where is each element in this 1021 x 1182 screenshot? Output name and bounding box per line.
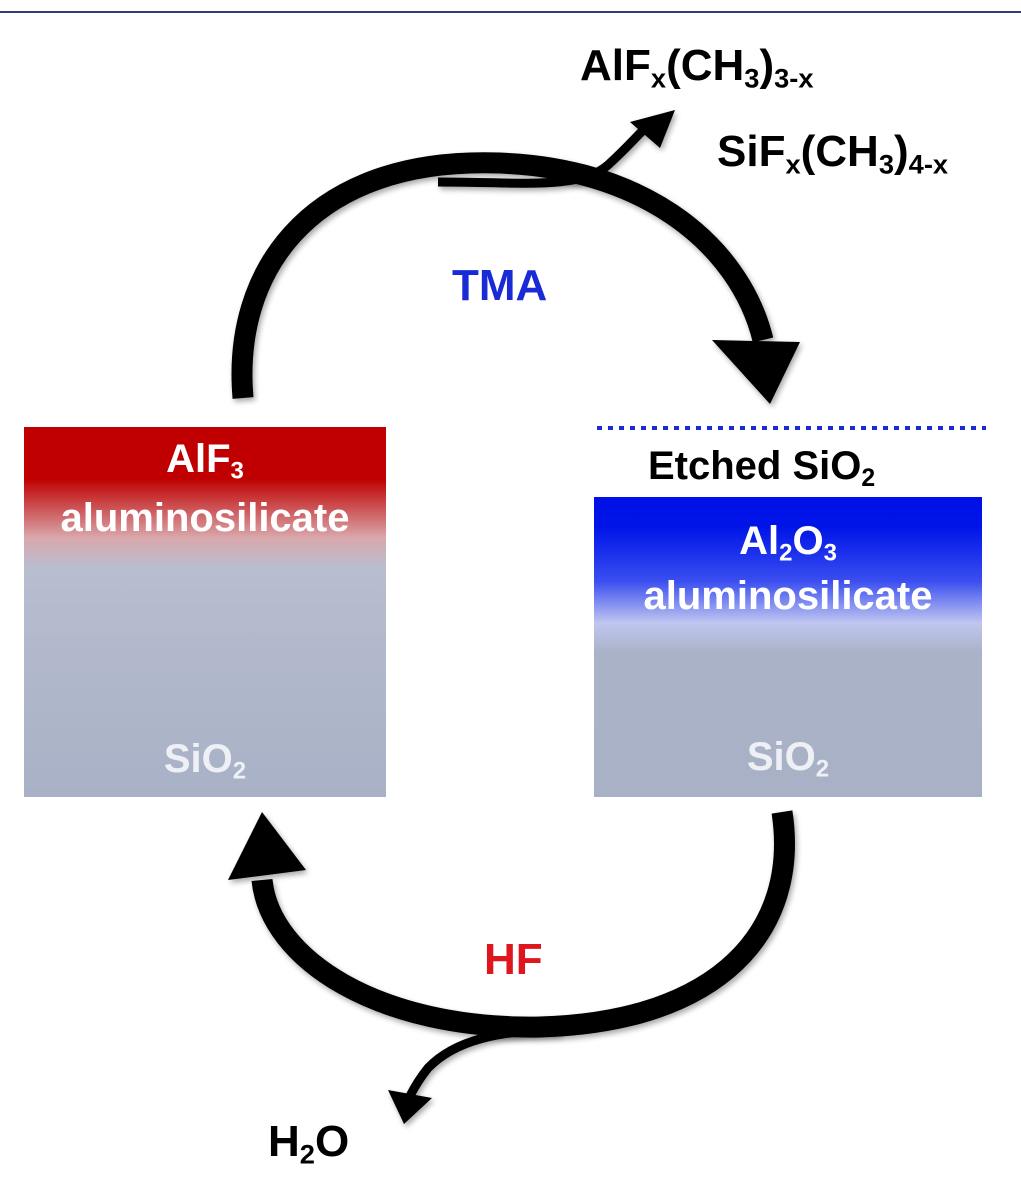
top-product-shaft	[437, 120, 653, 188]
etched-sio2-label: Etched SiO2	[648, 444, 876, 492]
product-alfx-label: AlFx(CH3)3-x	[580, 41, 814, 94]
tma-arc-arrow	[231, 152, 800, 404]
top-product-arrow	[437, 110, 675, 188]
bottom-product-shaft	[405, 1025, 561, 1099]
right-sio2-label: SiO2	[746, 735, 830, 783]
top-product-arrowhead	[630, 110, 675, 148]
left-sio2-label: SiO2	[163, 737, 247, 785]
hf-arc-shaft	[251, 810, 795, 1038]
top-rule	[0, 11, 1021, 13]
alf3-aluminosilicate-box: AlF3 aluminosilicate SiO2	[24, 427, 386, 797]
hf-arrowhead	[228, 812, 306, 880]
al2o3-aluminosilicate-box: Al2O3 aluminosilicate SiO2	[594, 497, 982, 797]
alf3-layer-label: AlF3	[166, 437, 244, 485]
reagent-hf-label: HF	[484, 935, 543, 984]
left-aluminosilicate-label: aluminosilicate	[60, 496, 350, 540]
product-sifx-label: SiFx(CH3)4-x	[717, 127, 949, 180]
al2o3-layer-label: Al2O3	[739, 519, 837, 567]
product-h2o-label: H2O	[268, 1117, 350, 1170]
hf-arc-arrow	[228, 810, 795, 1038]
tma-arc-shaft	[231, 152, 774, 399]
bottom-product-arrowhead	[388, 1090, 432, 1124]
reagent-tma-label: TMA	[452, 261, 548, 310]
bottom-product-arrow	[388, 1025, 561, 1124]
right-aluminosilicate-label: aluminosilicate	[643, 574, 933, 618]
tma-arrowhead	[712, 340, 800, 404]
